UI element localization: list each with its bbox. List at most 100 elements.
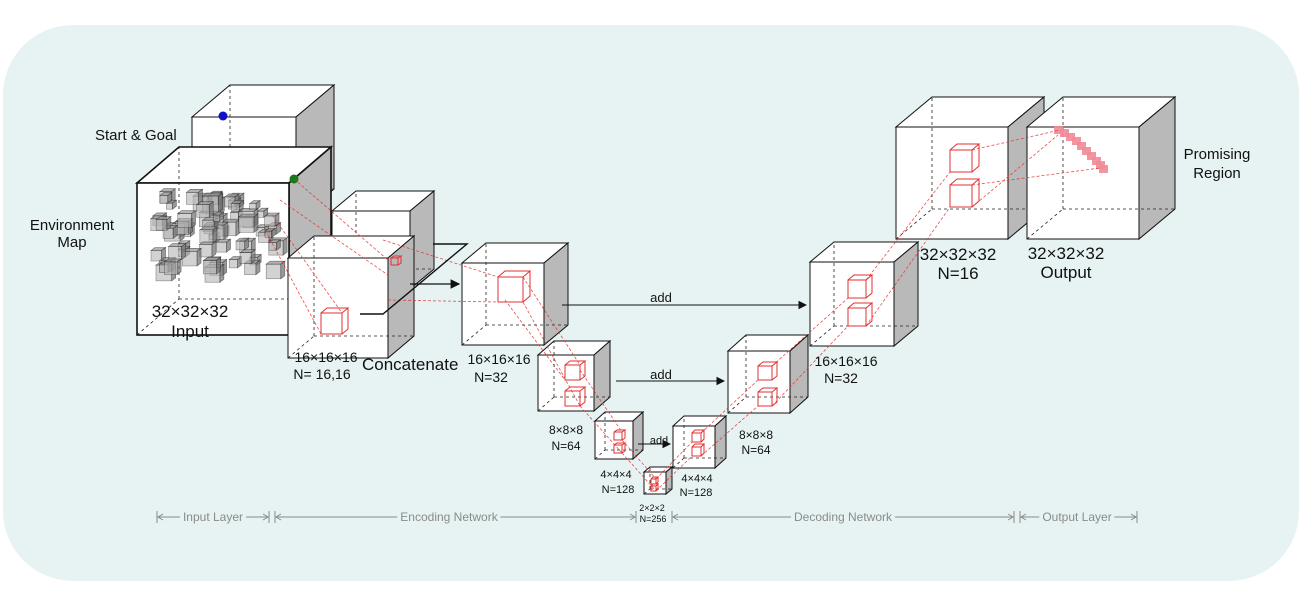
projection-line-input [293,178,389,261]
obstacle-box [230,199,245,213]
dec3-dims-label: 4×4×4 [681,473,713,485]
projection-line-enc2 [579,405,623,454]
kernel-input-side [341,308,349,335]
obstacle-front [249,203,257,211]
projection-line-concat [382,239,499,278]
obstacle-front [196,204,210,218]
obstacle-front [230,203,240,212]
kernel-enc3-b-front [613,444,623,454]
kernel-dec1-a-front [847,279,867,299]
kernel-dec1-b-top [847,302,874,309]
dec2-cube [726,333,810,415]
enc2-n-label: N=64 [551,439,581,453]
obstacle-front [186,192,199,205]
section-encoding-network-bar-arrow-left [275,513,282,521]
obstacle-box [264,227,277,239]
obstacle-front [257,210,265,218]
section-output-layer-bar-arrow-right [1130,513,1137,521]
enc1-dims-label: 16×16×16 [467,351,531,367]
kernel-concat-side [397,256,402,266]
obstacle-box [155,215,172,231]
section-decoding-network-bar-arrow-right [1007,513,1014,521]
kernel-dec1-a-top [847,274,874,281]
obstacle-front [216,241,227,253]
kernel-enc3-b-side [621,443,626,454]
obstacle-box [198,240,217,258]
projection-line-decoder [971,167,1101,186]
projection-line-enc3 [621,452,657,492]
kernel-enc1 [497,270,532,303]
obstacle-front [166,202,173,210]
obstacle-side [208,201,214,218]
obstacle-box [150,246,167,262]
obstacle-box [237,213,259,233]
kernel-concat [390,255,403,266]
obstacle-box [198,226,218,244]
obstacle-front [155,219,168,231]
projection-line-decoder [971,129,1061,151]
obstacle-side [218,192,223,213]
start-marker-icon [218,111,228,121]
section-input-layer-bar-arrow-left [157,513,164,521]
promising-region-voxel [1060,129,1069,137]
obstacle-side [253,213,259,233]
section-encoding-network: Encoding Network [397,510,501,524]
obstacle-front [238,216,255,233]
section-decoding-network: Decoding Network [790,510,896,524]
kernel-dec3-b-front [691,446,702,457]
bottleneck-cube [642,465,674,496]
obstacle-front [202,260,217,275]
kernel-dec0-a-side [971,144,980,173]
obstacle-box [176,210,197,229]
kernel-dec2-a-side [771,362,778,381]
projection-line-enc2 [579,369,623,433]
kernel-enc2-b-top [564,386,587,392]
obstacle-box [163,258,182,276]
enc3-n-label: N=128 [601,484,635,496]
kernel-dec0-a-top [949,143,981,151]
kernel-enc3-a-front [613,431,623,441]
kernel-dec2-a-front [757,365,773,381]
bottleneck-dims-label: 2×2×2 [639,503,665,513]
start-goal-label: Start & Goal [95,127,177,144]
projection-line-decoder [655,441,693,480]
section-input-layer: Input Layer [179,510,247,524]
bottleneck-cube-hidden-edge [643,488,651,495]
kernel-dec0-a-front [949,149,973,173]
kernel-dec2-a-top [757,361,779,367]
kernel-bottleneck-b-front [650,485,657,492]
obstacle-side [191,210,196,229]
kernel-dec1-b-side [865,303,873,327]
dec1-dims-label: 16×16×16 [814,353,878,369]
obstacle-front [213,214,220,222]
obstacle-box [185,188,204,205]
concat-dims-label: 16×16×16 [294,349,358,365]
kernel-dec2-b-front [757,391,773,407]
dec1-cube-front [809,261,895,347]
kernel-input-front [320,312,343,335]
dec1-cube [808,240,920,348]
input-name-label: Input [171,322,209,341]
obstacle-front [164,261,178,275]
enc3-cube [593,410,645,461]
obstacle-side [176,258,182,276]
kernel-enc2-b-side [579,387,586,407]
skip-add-label-1: add [650,290,672,305]
kernel-dec0-b-side [971,179,980,208]
dec3-cube-hidden-edge [672,457,685,469]
kernel-dec1-a [847,274,874,299]
projection-line-enc1 [522,276,581,366]
projection-line-decoder [700,379,759,434]
dec0-cube-hidden-edge [895,208,933,240]
dec2-cube-front [727,350,791,414]
dec2-dims-label: 8×8×8 [738,428,774,442]
section-input-layer-bar-arrow-right [262,513,269,521]
enc2-cube-front [537,354,595,412]
kernel-enc1-side [522,271,531,303]
section-output-layer-bar-arrow-left [1020,513,1027,521]
obstacle-box [239,248,256,265]
concat-n-label: N= 16,16 [293,366,351,382]
obstacle-box [265,260,286,280]
enc3-cube-hidden-edge [594,449,606,460]
environment-map-label: Environment Map [29,217,115,251]
